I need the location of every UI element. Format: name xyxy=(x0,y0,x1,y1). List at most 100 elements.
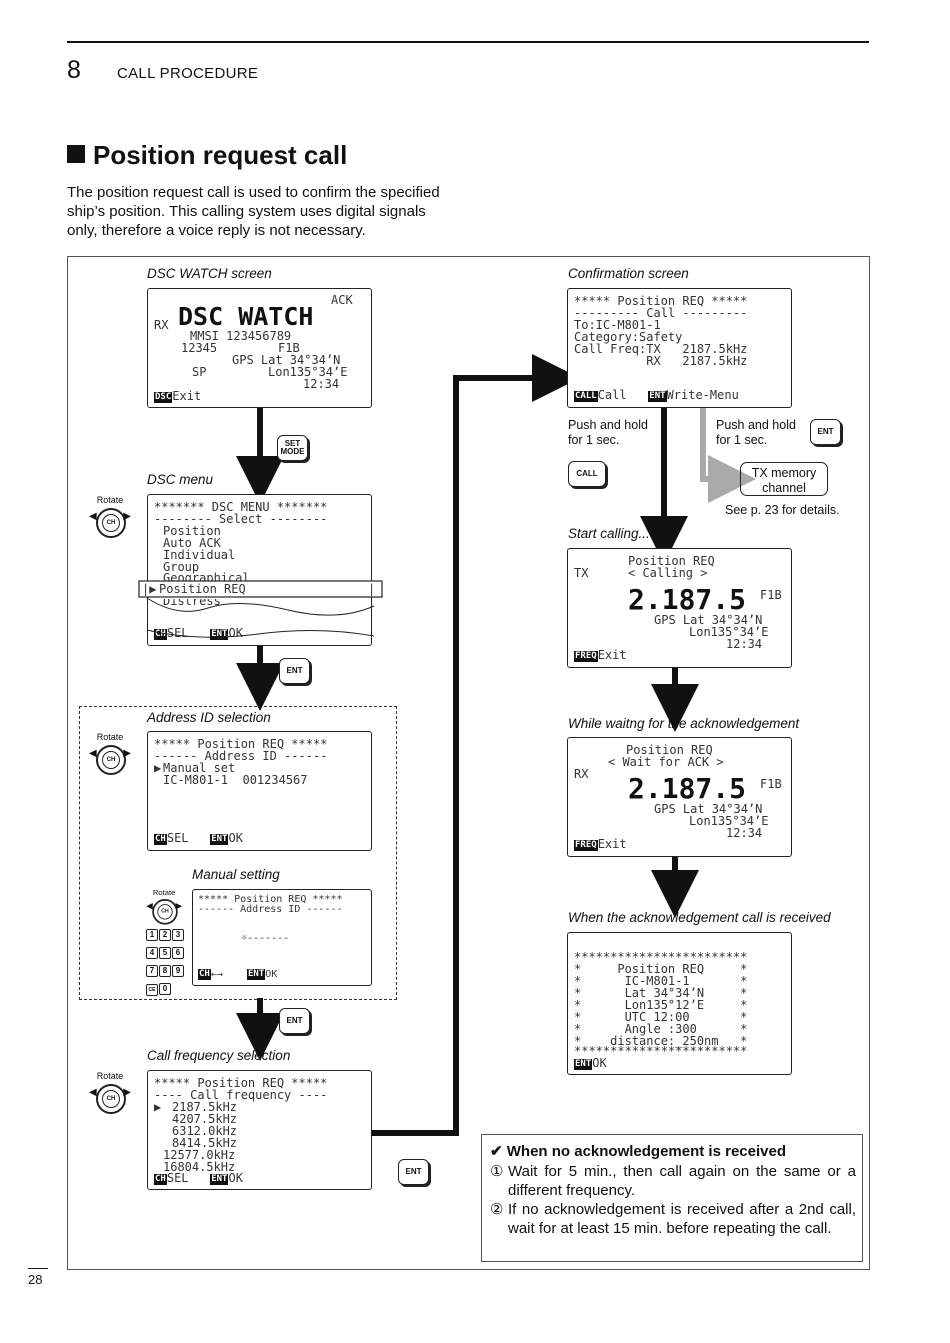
call-key[interactable]: CALL xyxy=(568,461,606,487)
keypad-key[interactable]: CE xyxy=(146,984,158,996)
softkey-ent[interactable]: ENT xyxy=(210,834,229,845)
freq-subheader: ---- Call frequency ---- xyxy=(154,1088,328,1102)
softkey-ent[interactable]: ENT xyxy=(210,1174,229,1185)
keypad-key[interactable]: 1 xyxy=(146,929,158,941)
softkey-freq[interactable]: FREQ xyxy=(574,840,598,851)
ch-knob-label: CH xyxy=(102,751,120,769)
address-entry[interactable]: IC-M801-1 001234567 xyxy=(163,773,308,787)
manual-entry-field[interactable]: ------- xyxy=(247,933,290,944)
cursor-blink-icon: ☼ xyxy=(241,933,248,944)
softkey-ent[interactable]: ENT xyxy=(574,1059,593,1070)
softkey-ok-label: OK xyxy=(592,1056,607,1070)
menu-item[interactable]: Individual xyxy=(163,548,236,562)
softkey-ent[interactable]: ENT xyxy=(210,629,229,640)
rotate-right-icon: ▶ xyxy=(123,511,131,522)
keypad-key[interactable]: 9 xyxy=(172,965,184,977)
keypad-key[interactable]: 0 xyxy=(159,983,171,995)
freq-header: ***** Position REQ ***** xyxy=(154,1076,328,1090)
softkey-ch[interactable]: CH xyxy=(154,629,167,640)
freq-list-item[interactable]: 2187.5kHz xyxy=(172,1100,238,1114)
rx-indicator: RX xyxy=(574,767,589,781)
f1b-mode: F1B xyxy=(760,777,782,791)
time-text: 12:34 xyxy=(726,637,763,651)
rotate-label: Rotate xyxy=(152,888,176,897)
rotate-label: Rotate xyxy=(96,732,124,742)
menu-header: ******* DSC MENU ******* xyxy=(154,500,328,514)
keypad-key[interactable]: 7 xyxy=(146,965,158,977)
freq-list-item[interactable]: 4207.5kHz xyxy=(172,1112,238,1126)
gps-lat: GPS Lat 34°34’N xyxy=(654,802,763,816)
calling-header: Position REQ xyxy=(628,554,715,568)
mmsi-text: MMSI 123456789 xyxy=(190,329,292,343)
menu-item[interactable]: Group xyxy=(163,560,200,574)
wait-header: Position REQ xyxy=(626,743,713,757)
caption-dsc-menu: DSC menu xyxy=(147,472,214,487)
freq-list-item[interactable]: 16804.5kHz xyxy=(163,1160,236,1174)
softkey-call[interactable]: CALL xyxy=(574,391,598,402)
softkey-ent[interactable]: ENT xyxy=(246,969,266,980)
keypad-key[interactable]: 4 xyxy=(146,947,158,959)
set-mode-key[interactable]: SET MODE xyxy=(277,435,308,461)
keypad-key[interactable]: 5 xyxy=(159,947,171,959)
confirm-to: To:IC-M801-1 xyxy=(574,318,661,332)
calling-frequency: 2.187.5 xyxy=(628,583,747,616)
ch-knob-label: CH xyxy=(102,1090,120,1108)
ent-key[interactable]: ENT xyxy=(279,1008,310,1034)
address-manual-set[interactable]: Manual set xyxy=(163,761,236,775)
softkey-ch[interactable]: CH xyxy=(154,834,167,845)
freq-list-item[interactable]: 6312.0kHz xyxy=(172,1124,238,1138)
softkey-exit-label: Exit xyxy=(597,837,627,851)
square-bullet-icon xyxy=(67,145,85,163)
menu-selected-row[interactable]: |▶ Position REQ | xyxy=(142,582,376,596)
ent-key[interactable]: ENT xyxy=(279,658,310,684)
ent-key[interactable]: ENT xyxy=(810,419,841,445)
gps-lat: GPS Lat 34°34’N xyxy=(654,613,763,627)
softkey-ent[interactable]: ENT xyxy=(648,391,667,402)
manual-subheader: ------ Address ID ------ xyxy=(198,904,343,915)
lcd-wait-ack: Position REQ < Wait for ACK > RX 2.187.5… xyxy=(567,737,792,857)
time-text: 12:34 xyxy=(303,377,340,391)
intro-paragraph: The position request call is used to con… xyxy=(67,184,440,239)
keypad-key[interactable]: 2 xyxy=(159,929,171,941)
menu-item[interactable]: Position xyxy=(163,524,221,538)
calling-status: < Calling > xyxy=(628,566,708,580)
menu-item-cut[interactable]: Distress xyxy=(163,599,221,608)
confirm-header: ***** Position REQ ***** xyxy=(574,294,748,308)
rotate-right-icon: ▶ xyxy=(123,748,131,759)
freq-list-item[interactable]: 8414.5kHz xyxy=(172,1136,238,1150)
channel-number: 12345 xyxy=(181,341,218,355)
freq-list-item[interactable]: 12577.0kHz xyxy=(163,1148,236,1162)
header-rule xyxy=(67,41,869,43)
confirm-tx-freq: Call Freq:TX 2187.5kHz xyxy=(574,342,748,356)
address-subheader: ------ Address ID ------ xyxy=(154,749,328,763)
ack-border-bottom: ************************ xyxy=(574,1044,748,1058)
softkey-freq[interactable]: FREQ xyxy=(574,651,598,662)
menu-selected-item[interactable]: Position REQ xyxy=(159,582,246,596)
softkey-dsc[interactable]: DSC xyxy=(154,392,173,403)
rotate-left-icon: ◀ xyxy=(89,511,97,522)
gps-lon: Lon135°34’E xyxy=(268,365,348,379)
push-hold-call-note: Push and hold for 1 sec. xyxy=(568,418,648,447)
lcd-address-id: ***** Position REQ ***** ------ Address … xyxy=(147,731,372,851)
note-marker-1: ① xyxy=(490,1163,504,1180)
keypad-key[interactable]: 3 xyxy=(172,929,184,941)
softkey-call-label: Call xyxy=(597,388,627,402)
rx-indicator: RX xyxy=(154,318,169,332)
softkey-ch[interactable]: CH xyxy=(198,969,211,980)
menu-item[interactable]: Auto ACK xyxy=(163,536,221,550)
keypad-key[interactable]: 6 xyxy=(172,947,184,959)
keypad-key[interactable]: 8 xyxy=(159,965,171,977)
menu-zoom-mark xyxy=(138,580,383,638)
menu-item[interactable]: Geographical xyxy=(163,572,250,581)
softkey-ch[interactable]: CH xyxy=(154,1174,167,1185)
caption-address-id: Address ID selection xyxy=(147,710,271,725)
ent-key[interactable]: ENT xyxy=(398,1159,429,1185)
note-title: When no acknowledgement is received xyxy=(506,1143,786,1160)
chapter-number: 8 xyxy=(67,56,81,84)
page-number: 28 xyxy=(28,1272,43,1287)
